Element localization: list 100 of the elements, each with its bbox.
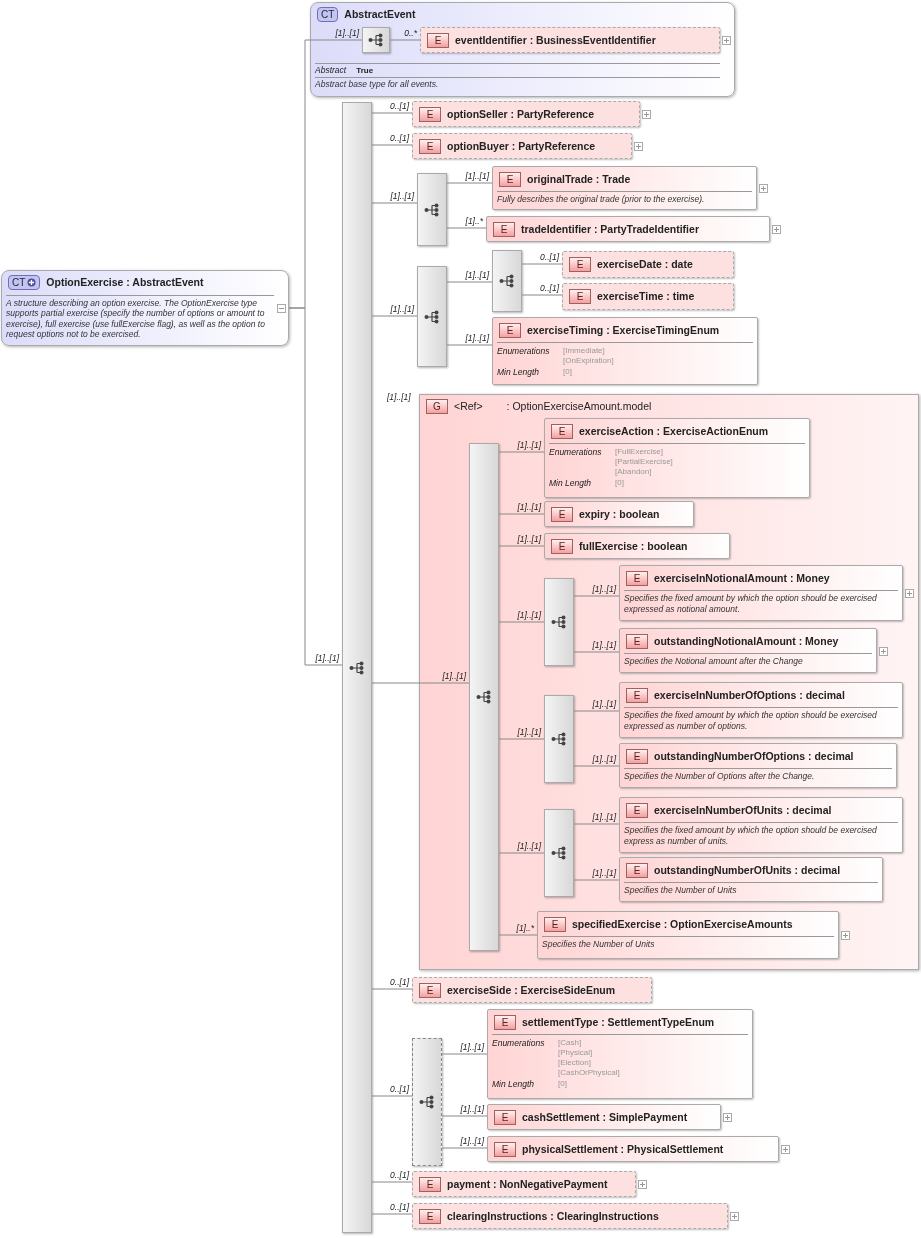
complex-type-box bbox=[1, 270, 289, 346]
element-name: payment : NonNegativePayment bbox=[447, 1178, 608, 1191]
element-box bbox=[562, 283, 734, 310]
element-box bbox=[492, 317, 758, 385]
facet-value: [FullExercise] bbox=[615, 447, 663, 457]
multiplicity-label: [1]..[1] bbox=[516, 502, 541, 513]
element-name: specifiedExercise : OptionExerciseAmounts bbox=[572, 918, 793, 931]
element-name: exerciseSide : ExerciseSideEnum bbox=[447, 984, 616, 997]
element-description: Specifies the Number of Options after the Change. bbox=[624, 771, 816, 782]
type-badge: CT bbox=[317, 7, 339, 23]
multiplicity-label: [1]..[1] bbox=[314, 653, 339, 664]
element-name: expiry : boolean bbox=[579, 508, 660, 521]
multiplicity-label: [1]..[1] bbox=[389, 304, 414, 315]
element-box bbox=[537, 911, 839, 959]
element-badge: E bbox=[551, 424, 573, 439]
connector-line bbox=[441, 1115, 488, 1117]
element-name: cashSettlement : SimplePayment bbox=[522, 1111, 688, 1124]
facet-label: Enumerations bbox=[492, 1038, 545, 1048]
element-badge: E bbox=[551, 539, 573, 554]
connector-line bbox=[446, 281, 493, 283]
facet-value: [Immediate] bbox=[563, 346, 605, 356]
element-box bbox=[492, 166, 757, 210]
element-name: outstandingNotionalAmount : Money bbox=[654, 635, 839, 648]
connector-line bbox=[521, 263, 563, 265]
sequence-box bbox=[412, 1038, 442, 1166]
element-badge: E bbox=[419, 983, 441, 998]
connector-line bbox=[498, 934, 538, 936]
multiplicity-label: [1]..[1] bbox=[516, 440, 541, 451]
group-badge: G bbox=[426, 399, 448, 415]
badge-label: CT bbox=[12, 276, 26, 289]
connector-line bbox=[498, 852, 545, 854]
connector-line bbox=[441, 1053, 488, 1055]
multiplicity-label: [1]..[1] bbox=[591, 699, 616, 710]
element-name: exerciseInNotionalAmount : Money bbox=[654, 572, 830, 585]
connector-line bbox=[498, 513, 545, 515]
connector-line bbox=[498, 738, 545, 740]
multiplicity-label: 0..[1] bbox=[539, 252, 559, 263]
element-badge: E bbox=[419, 1209, 441, 1224]
sequence-box bbox=[417, 266, 447, 367]
multiplicity-label: [1]..[1] bbox=[591, 584, 616, 595]
multiplicity-label: 0..[1] bbox=[389, 1084, 409, 1095]
connector-line bbox=[441, 1147, 488, 1149]
facet-value: [0] bbox=[558, 1079, 567, 1089]
connector-line bbox=[371, 202, 418, 204]
element-box bbox=[420, 27, 720, 53]
element-box bbox=[619, 743, 897, 788]
element-badge: E bbox=[626, 571, 648, 586]
property-value: True bbox=[356, 65, 374, 76]
connector-line bbox=[371, 112, 413, 114]
sequence-box bbox=[342, 102, 372, 1233]
multiplicity-label: [1]..[1] bbox=[591, 640, 616, 651]
element-name: eventIdentifier : BusinessEventIdentifier bbox=[455, 34, 656, 47]
connector-line bbox=[573, 765, 620, 767]
multiplicity-label: [1]..[1] bbox=[389, 191, 414, 202]
element-badge: E bbox=[427, 33, 449, 48]
connector-line bbox=[498, 621, 545, 623]
element-description: Specifies the Number of Units bbox=[542, 939, 656, 950]
connector-line bbox=[371, 1181, 413, 1183]
element-name: clearingInstructions : ClearingInstructions bbox=[447, 1210, 659, 1223]
multiplicity-label: [1]..[1] bbox=[459, 1042, 484, 1053]
connector-line bbox=[288, 307, 343, 666]
element-box bbox=[412, 101, 640, 127]
facet-label: Min Length bbox=[549, 478, 592, 488]
multiplicity-label: [1]..[1] bbox=[464, 171, 489, 182]
facet-label: Min Length bbox=[497, 367, 540, 377]
facet-label: Min Length bbox=[492, 1079, 535, 1089]
facet-value: [OnExpiration] bbox=[563, 356, 614, 366]
facet-value: [PartialExercise] bbox=[615, 457, 673, 467]
sequence-box bbox=[469, 443, 499, 951]
element-badge: E bbox=[499, 323, 521, 338]
multiplicity-label: [1]..[1] bbox=[516, 841, 541, 852]
element-box bbox=[544, 501, 694, 527]
type-name: AbstractEvent bbox=[344, 7, 416, 22]
connector-line bbox=[371, 1213, 413, 1215]
facet-value: [0] bbox=[615, 478, 624, 488]
facet-label: Enumerations bbox=[497, 346, 550, 356]
facet-value: [0] bbox=[563, 367, 572, 377]
complex-type-box bbox=[310, 2, 735, 97]
connector-line bbox=[573, 710, 620, 712]
connector-line bbox=[573, 595, 620, 597]
element-badge: E bbox=[494, 1015, 516, 1030]
element-name: exerciseInNumberOfOptions : decimal bbox=[654, 689, 845, 702]
element-box bbox=[544, 418, 810, 498]
multiplicity-label: [1]..[1] bbox=[441, 671, 466, 682]
multiplicity-label: 0..[1] bbox=[539, 283, 559, 294]
property-label: Abstract bbox=[315, 65, 347, 76]
sequence-box bbox=[544, 578, 574, 666]
connector-line bbox=[498, 451, 545, 453]
element-box bbox=[619, 857, 883, 902]
multiplicity-label: [1]..[1] bbox=[387, 392, 411, 403]
connector-line bbox=[371, 988, 413, 990]
element-name: outstandingNumberOfUnits : decimal bbox=[654, 864, 841, 877]
element-box bbox=[486, 216, 770, 242]
element-box bbox=[412, 977, 652, 1003]
element-name: exerciseTime : time bbox=[597, 290, 695, 303]
connector-line bbox=[371, 315, 418, 317]
element-name: settlementType : SettlementTypeEnum bbox=[522, 1016, 715, 1029]
multiplicity-label: 0..[1] bbox=[389, 133, 409, 144]
multiplicity-label: [1]..[1] bbox=[464, 270, 489, 281]
group-ref: <Ref> bbox=[454, 399, 483, 414]
